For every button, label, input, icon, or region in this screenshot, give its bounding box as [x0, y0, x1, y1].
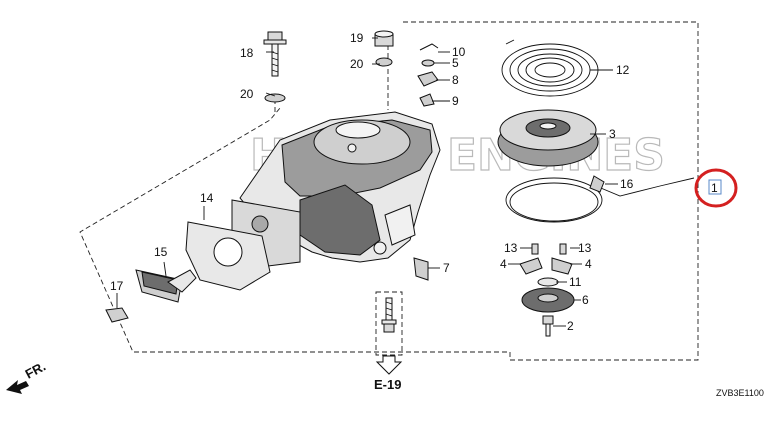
starter-reel [497, 109, 599, 167]
callout-13-right: 13 [578, 241, 592, 255]
callout-4-right: 4 [585, 257, 592, 271]
friction-washer [537, 277, 559, 287]
highlighted-part-1: 1 [694, 168, 738, 208]
reference-label: E-19 [374, 377, 401, 392]
leader-lines [116, 37, 618, 327]
callout-7: 7 [443, 261, 450, 275]
assembly-outline [79, 21, 699, 361]
callout-8: 8 [452, 73, 459, 87]
drawing-code: ZVB3E1100 [716, 388, 764, 398]
reference-arrow-icon [375, 355, 403, 375]
callout-20-right: 20 [350, 57, 364, 71]
callout-19: 19 [350, 31, 364, 45]
callout-12: 12 [616, 63, 630, 77]
front-direction-arrow-icon [6, 380, 29, 394]
clip-part [105, 307, 129, 323]
callout-20-left: 20 [240, 87, 254, 101]
callout-17: 17 [110, 279, 124, 293]
spring-clip-part [419, 43, 439, 51]
highlight-circle [694, 168, 738, 208]
callout-3: 3 [609, 127, 616, 141]
callout-15: 15 [154, 245, 168, 259]
ratchet-set [519, 243, 573, 275]
small-washer-part [421, 59, 435, 67]
callout-18: 18 [240, 46, 254, 60]
front-direction-label: FR. [23, 359, 49, 382]
side-clip [413, 257, 429, 281]
callout-2: 2 [567, 319, 574, 333]
reel-screw [542, 315, 554, 337]
callout-14: 14 [200, 191, 214, 205]
callout-10: 10 [452, 45, 466, 59]
bottom-bolt-box [375, 291, 403, 356]
callout-11: 11 [569, 275, 582, 289]
ratchet-part [417, 71, 439, 87]
callout-labels: 18 20 19 20 10 5 8 9 12 3 16 14 15 17 13… [110, 31, 634, 333]
starter-handle [135, 269, 197, 303]
rope-guide [185, 199, 301, 291]
callout-13-left: 13 [504, 241, 518, 255]
bottom-bolt [381, 297, 397, 333]
callout-5: 5 [452, 56, 459, 70]
callout-9: 9 [452, 94, 459, 108]
callout-6: 6 [582, 293, 589, 307]
bolt-part [263, 31, 287, 77]
callout-16: 16 [620, 177, 634, 191]
spring-part [419, 93, 435, 107]
nut-part [374, 30, 394, 47]
friction-plate [521, 287, 575, 313]
washer-part-2 [375, 57, 393, 67]
washer-part [264, 93, 286, 103]
callout-1: 1 [711, 181, 718, 195]
starter-rope [505, 175, 695, 223]
recoil-spring [501, 39, 599, 97]
starter-case [239, 111, 441, 263]
callout-4-left: 4 [500, 257, 507, 271]
